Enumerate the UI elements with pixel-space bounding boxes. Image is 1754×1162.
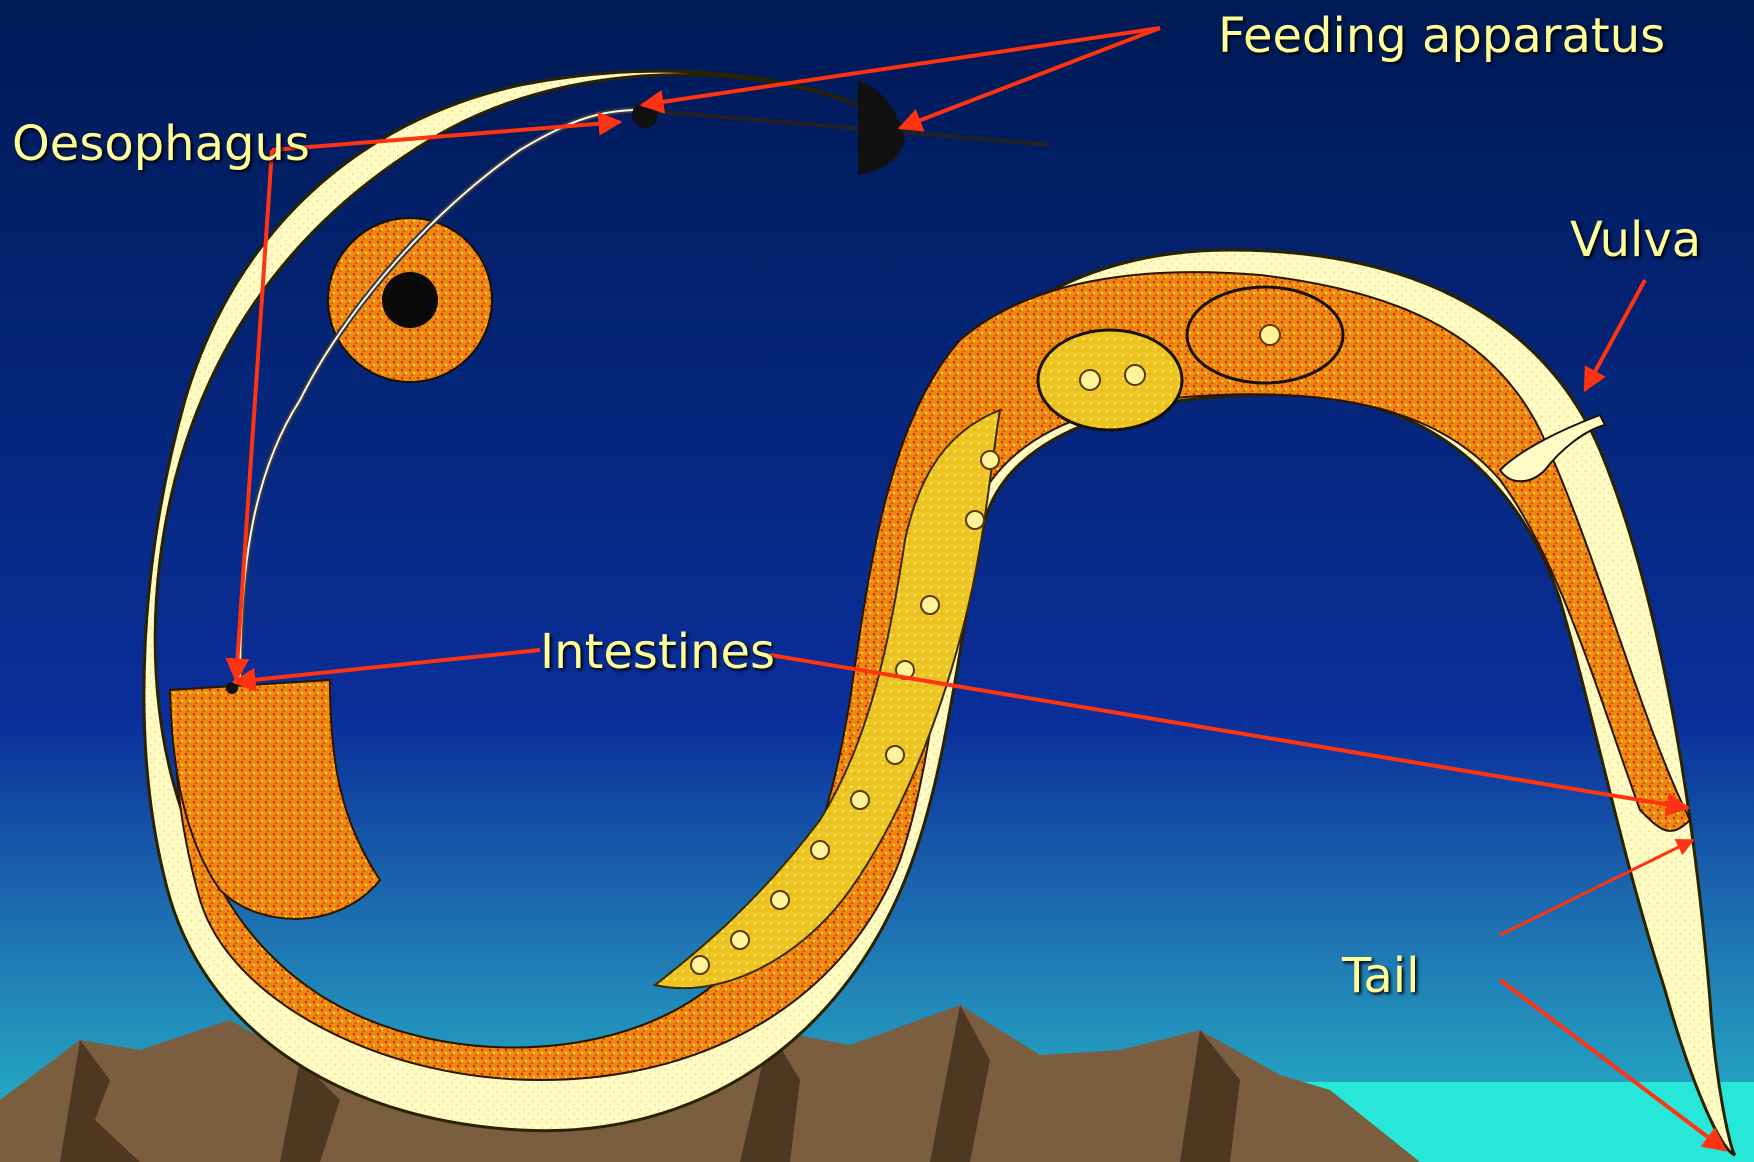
label-feeding-apparatus: Feeding apparatus [1218, 12, 1665, 60]
label-oesophagus: Oesophagus [12, 120, 310, 168]
label-intestines: Intestines [540, 628, 775, 676]
oesophagus-valve [226, 682, 238, 694]
label-vulva: Vulva [1570, 216, 1701, 264]
label-tail: Tail [1342, 952, 1419, 1000]
